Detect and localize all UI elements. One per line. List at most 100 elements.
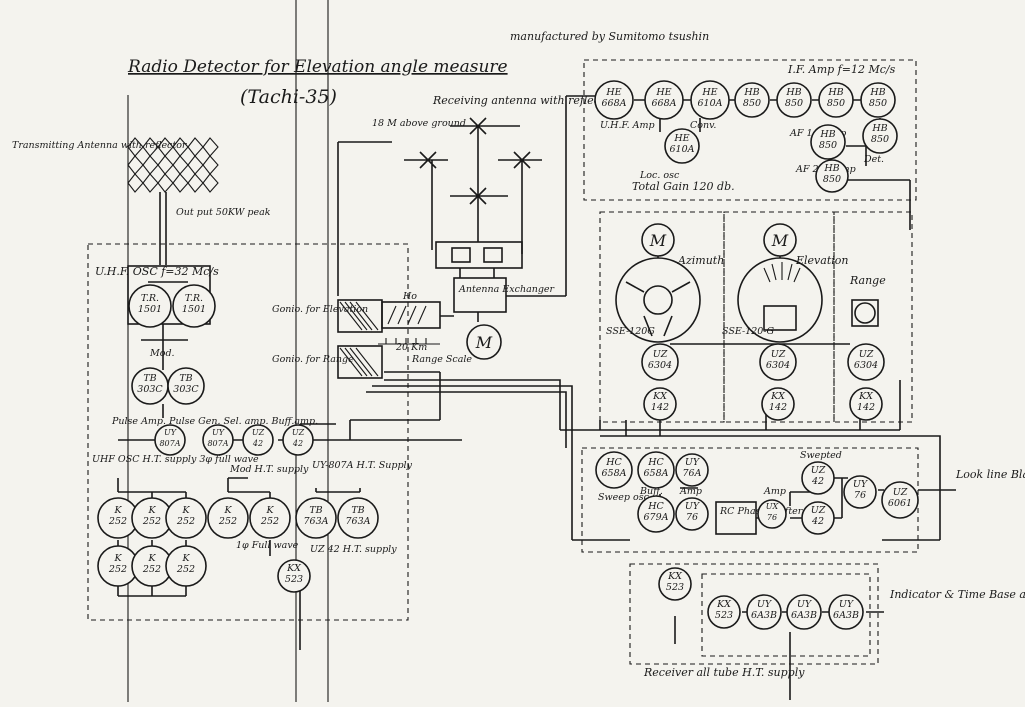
tube-label: 850 bbox=[869, 98, 887, 109]
range-frame bbox=[833, 211, 913, 423]
motor-2: M bbox=[641, 223, 675, 257]
motor-1: M bbox=[466, 324, 502, 360]
stage-row-label: Pulse Amp. Pulse Gen. Sel. amp. Buff.amp… bbox=[111, 416, 318, 427]
tube-label: UY bbox=[757, 599, 773, 610]
tube-label: 850 bbox=[871, 134, 889, 145]
tube-tr1: T.R.1501 bbox=[128, 284, 172, 328]
look-line-label: Look line Blanking bbox=[955, 468, 1025, 481]
tube-label: TB bbox=[309, 505, 322, 516]
det-label: Det. bbox=[863, 154, 884, 165]
page-title: Radio Detector for Elevation angle measu… bbox=[127, 57, 508, 77]
receiver-frame bbox=[583, 59, 917, 201]
tube-label: 76A bbox=[683, 468, 702, 479]
uy807-ht-label: UY-807A H.T. Supply bbox=[312, 460, 413, 471]
output-power-label: Out put 50KW peak bbox=[176, 207, 271, 218]
tube-label: UZ bbox=[252, 428, 265, 437]
full-wave-label: 1φ Full wave bbox=[236, 540, 299, 551]
ho-coil bbox=[381, 301, 441, 329]
tube-label: 668A bbox=[652, 98, 677, 109]
tube-label: KX bbox=[652, 391, 668, 402]
tube-label: 252 bbox=[176, 564, 195, 575]
uhf-osc-ht-label: UHF OSC H.T. supply 3φ full wave bbox=[92, 454, 259, 465]
ho-label: Ho bbox=[402, 291, 417, 302]
tube-label: 850 bbox=[823, 174, 841, 185]
tube-label: HB bbox=[785, 87, 801, 98]
tube-label: TB bbox=[179, 373, 192, 384]
tube-label: 6061 bbox=[888, 498, 912, 509]
tube-label: TB bbox=[351, 505, 364, 516]
tube-label: 658A bbox=[644, 468, 669, 479]
receiver-ht-label: Receiver all tube H.T. supply bbox=[643, 666, 805, 679]
tube-label: K bbox=[181, 505, 190, 516]
tube-label: 807A bbox=[159, 439, 180, 448]
indicator-ht-label: Indicator & Time Base amp H.T. supply bbox=[889, 588, 1025, 601]
tube-label: 1501 bbox=[182, 304, 206, 315]
tube-label: 1501 bbox=[138, 304, 162, 315]
tube-label: 610A bbox=[698, 98, 723, 109]
model-number: (Tachi-35) bbox=[240, 86, 337, 108]
uhf-osc-label: U.H.F. OSC f=32 Mc/s bbox=[95, 265, 219, 278]
km-label: 20 Km bbox=[395, 342, 427, 353]
tube-label: HB bbox=[743, 87, 759, 98]
conv-label: Conv. bbox=[690, 120, 716, 131]
antenna-exchanger bbox=[453, 277, 507, 313]
gonio-elevation-label: Gonio. for Elevation bbox=[272, 304, 368, 315]
tube-label: 523 bbox=[666, 582, 684, 593]
elevation-indicator bbox=[737, 257, 823, 343]
tube-label: 679A bbox=[644, 512, 669, 523]
gonio-range bbox=[337, 345, 383, 379]
antenna-element bbox=[142, 155, 159, 175]
tube-label: HC bbox=[647, 501, 664, 512]
antenna-element bbox=[202, 155, 219, 175]
transmitting-antenna bbox=[127, 137, 219, 265]
tube-label: K bbox=[113, 505, 122, 516]
tube-label: 252 bbox=[108, 564, 127, 575]
tube-label: K bbox=[147, 505, 156, 516]
transmitter-frame bbox=[87, 243, 409, 621]
tx-antenna-label: Transmitting Antenna with reflector bbox=[12, 140, 188, 151]
buff-label: Buff. bbox=[639, 486, 663, 497]
tube-label: 42 bbox=[292, 439, 303, 448]
tube-label: KX bbox=[286, 563, 302, 574]
tube-label: KX bbox=[667, 571, 683, 582]
tube-label: UZ bbox=[811, 465, 826, 476]
swept-label: Swepted bbox=[800, 450, 842, 461]
tube-label: 303C bbox=[137, 384, 163, 395]
tube-label: UZ bbox=[893, 487, 908, 498]
tube-label: HB bbox=[823, 163, 839, 174]
motor-label: M bbox=[475, 333, 493, 352]
receiving-antenna-array bbox=[404, 117, 542, 250]
sse-elevation-label: SSE-120-G bbox=[722, 326, 775, 337]
tube-label: 142 bbox=[857, 402, 875, 413]
tube-label: 6304 bbox=[648, 360, 672, 371]
antenna-element bbox=[202, 173, 219, 193]
azimuth-indicator bbox=[615, 257, 701, 343]
tube-label: K bbox=[265, 505, 274, 516]
tube-label: 76 bbox=[767, 513, 777, 522]
tube-label: HC bbox=[605, 457, 622, 468]
ht-supply-frame bbox=[629, 563, 879, 665]
manufacturer-note: manufactured by Sumitomo tsushin bbox=[510, 30, 709, 43]
